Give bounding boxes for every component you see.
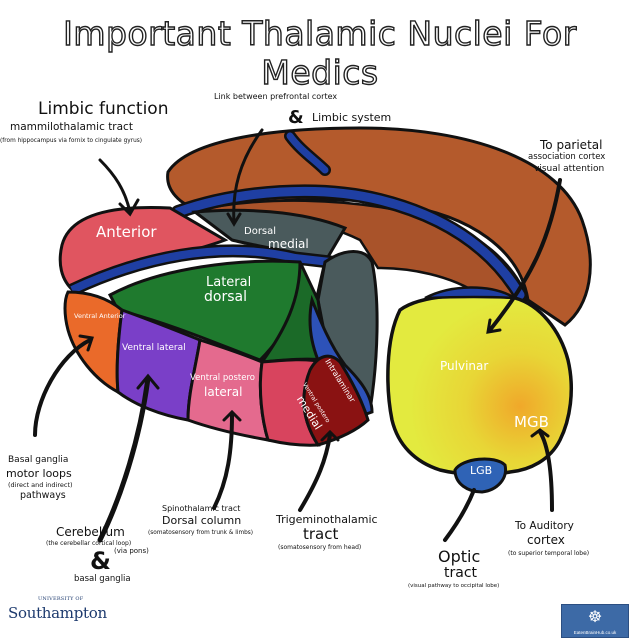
- page-title: Important Thalamic Nuclei For Medics: [62, 13, 577, 92]
- parietal-line3: visual attention: [534, 164, 605, 174]
- ventral-postero-medial-nucleus: [302, 354, 370, 447]
- limbic-sub: mammilothalamic tract: [10, 121, 133, 133]
- arrow-spinothalamic: [212, 413, 234, 510]
- spinothalamic-line1: Spinothalamic tract: [162, 504, 241, 513]
- label-lateral-dorsal-1: Lateral: [206, 275, 252, 290]
- arrow-optic: [443, 488, 476, 542]
- label-vpl-1: Ventral postero: [190, 373, 255, 383]
- optic-line3: (visual pathway to occipital lobe): [408, 583, 500, 589]
- cerebellum-line2: (the cerebellar cortical loop): [46, 540, 132, 547]
- arrow-cerebellum: [97, 375, 151, 543]
- trigeminal-line3: (somatosensory from head): [278, 544, 362, 551]
- basal-ganglia-line4: pathways: [20, 490, 66, 501]
- arrow-parietal: [488, 178, 562, 332]
- auditory-line2: cortex: [527, 533, 565, 547]
- brain-logo-icon: ☸: [587, 609, 603, 626]
- arrow-auditory: [538, 430, 554, 512]
- label-lateral-dorsal-2: dorsal: [204, 289, 247, 305]
- eatenbrain-url: EatenBrainHub.co.uk: [573, 630, 617, 635]
- label-ventral-lateral: Ventral lateral: [122, 343, 186, 353]
- annotation-arrows: [33, 128, 562, 543]
- cerebellum-line1: Cerebellum: [56, 525, 125, 539]
- basal-ganglia-line2: motor loops: [6, 467, 72, 480]
- label-dorsal-medial-1: Dorsal: [244, 226, 277, 237]
- trigeminal-line2: tract: [303, 525, 339, 543]
- arrow-basal-ganglia: [33, 338, 92, 437]
- label-ventral-anterior: Ventral Anterior: [74, 312, 126, 320]
- eatenbrain-logo: ☸ EatenBrainHub.co.uk: [561, 604, 629, 638]
- spinothalamic-line3: (somatosensory from trunk & limbs): [148, 530, 254, 536]
- arrow-trigeminal: [298, 433, 332, 512]
- label-vpl-2: lateral: [204, 385, 243, 399]
- optic-line2: tract: [444, 565, 478, 581]
- label-anterior: Anterior: [96, 223, 157, 241]
- label-pulvinar: Pulvinar: [440, 359, 489, 373]
- basal-ganglia-line1: Basal ganglia: [8, 455, 69, 465]
- cerebellum-amp: &: [90, 547, 111, 575]
- cerebellum-line4: basal ganglia: [74, 574, 131, 584]
- limbic-note: (from hippocampus via fornix to cingulat…: [0, 138, 143, 144]
- parietal-line2: association cortex: [528, 152, 606, 162]
- limbic-heading: Limbic function: [38, 99, 169, 119]
- cerebellum-line3: (via pons): [114, 547, 149, 555]
- pulvinar-nucleus: [386, 293, 573, 477]
- auditory-line1: To Auditory: [515, 520, 574, 532]
- ventral-anterior-nucleus: [63, 290, 124, 395]
- university-logo-small: UNIVERSITY OF: [38, 596, 84, 602]
- university-logo-name: Southampton: [8, 604, 107, 622]
- optic-line1: Optic: [438, 547, 481, 566]
- prefrontal-line2: Limbic system: [312, 111, 392, 124]
- lgb-nucleus: [453, 457, 508, 494]
- auditory-line3: (to superior temporal lobe): [508, 550, 590, 557]
- label-lgb: LGB: [470, 464, 493, 477]
- prefrontal-line1: Link between prefrontal cortex: [214, 92, 338, 101]
- label-mgb: MGB: [514, 413, 549, 431]
- parietal-line1: To parietal: [540, 138, 603, 152]
- trigeminal-line1: Trigeminothalamic: [276, 513, 378, 526]
- label-dorsal-medial-2: medial: [268, 237, 309, 251]
- spinothalamic-line2: Dorsal column: [162, 514, 242, 527]
- arrow-prefrontal: [232, 128, 264, 224]
- university-logo: UNIVERSITY OF Southampton: [8, 596, 107, 622]
- basal-ganglia-line3: (direct and indirect): [8, 481, 73, 489]
- arrow-limbic: [98, 158, 132, 214]
- prefrontal-amp: &: [288, 107, 304, 128]
